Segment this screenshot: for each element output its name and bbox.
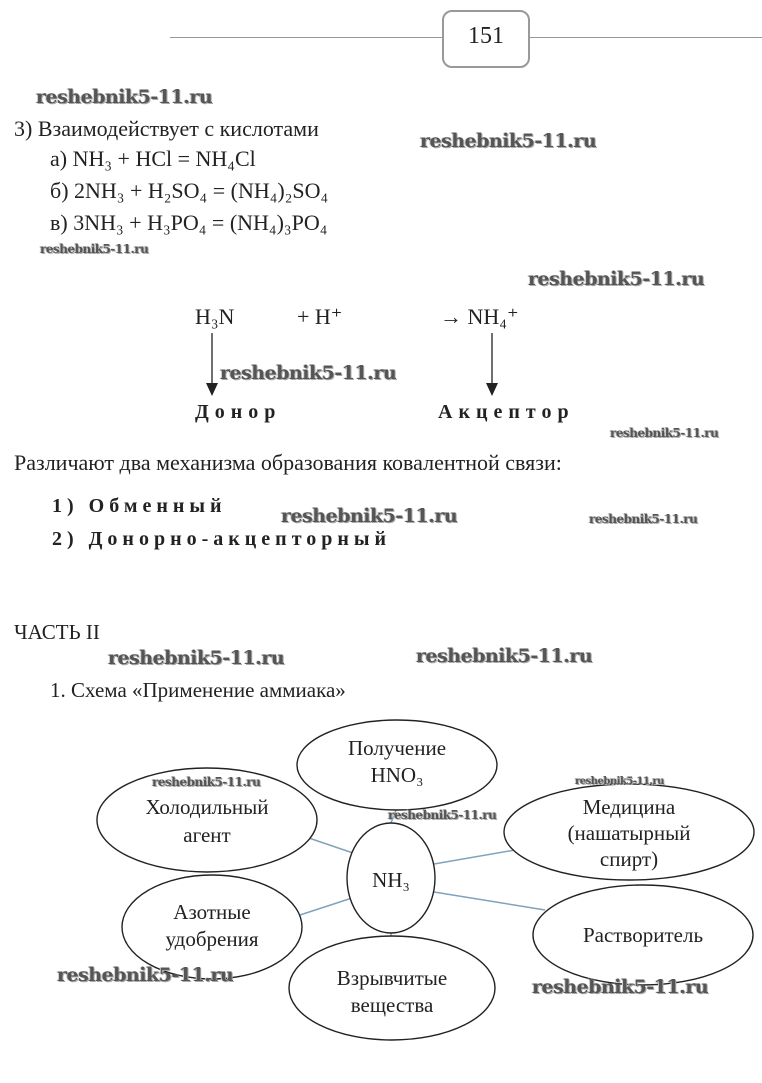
watermark: reshebnik5-11.ru bbox=[152, 775, 261, 789]
reactant-h3n: H₃N bbox=[195, 304, 235, 329]
section-title: 3) Взаимодействует с кислотами bbox=[14, 116, 319, 141]
watermark: reshebnik5-11.ru bbox=[532, 976, 709, 998]
watermark: reshebnik5-11.ru bbox=[420, 130, 597, 152]
watermark: reshebnik5-11.ru bbox=[610, 426, 719, 440]
node-label: Медицина bbox=[583, 795, 676, 819]
part-title: ЧАСТЬ II bbox=[14, 620, 100, 644]
connector-line bbox=[299, 897, 353, 916]
arrow-donor-head bbox=[206, 383, 218, 396]
mechanism-1: 1) Обменный bbox=[52, 495, 227, 517]
watermark: reshebnik5-11.ru bbox=[388, 808, 497, 822]
node-label: Холодильный bbox=[145, 795, 268, 819]
node-fertilizers bbox=[121, 874, 303, 980]
equation-b: б) 2NH₃ + H₂SO₄ = (NH₄)₂SO₄ bbox=[50, 178, 329, 203]
page-number: 151 bbox=[442, 10, 530, 68]
header-rule-right bbox=[526, 37, 762, 38]
watermark: reshebnik5-11.ru bbox=[36, 86, 213, 108]
node-label: Взрывчитые bbox=[337, 966, 447, 990]
mechanism-2: 2) Донорно-акцепторный bbox=[52, 528, 392, 550]
node-label: Получение bbox=[348, 736, 446, 760]
node-hno3 bbox=[296, 719, 498, 811]
arrow-acceptor-head bbox=[486, 383, 498, 396]
watermark: reshebnik5-11.ru bbox=[108, 647, 285, 669]
watermark: reshebnik5-11.ru bbox=[416, 645, 593, 667]
connector-line bbox=[433, 849, 516, 865]
watermark: reshebnik5-11.ru bbox=[528, 268, 705, 290]
node-label: Растворитель bbox=[583, 923, 703, 947]
reactant-h-plus: + H⁺ bbox=[297, 304, 343, 329]
node-medicine bbox=[503, 783, 755, 881]
watermark: reshebnik5-11.ru bbox=[575, 776, 664, 787]
watermark: reshebnik5-11.ru bbox=[57, 964, 234, 986]
watermark: reshebnik5-11.ru bbox=[220, 362, 397, 384]
equation-a: а) NH₃ + HCl = NH₄Cl bbox=[50, 146, 256, 171]
node-refrigerant bbox=[96, 767, 318, 873]
node-explosives bbox=[288, 935, 496, 1041]
node-label: вещества bbox=[351, 993, 434, 1017]
task-title: 1. Схема «Применение аммиака» bbox=[50, 678, 346, 702]
connector-line bbox=[390, 809, 397, 824]
node-center-nh3 bbox=[346, 822, 436, 934]
acceptor-label: Акцептор bbox=[438, 401, 575, 423]
node-solvent bbox=[532, 884, 754, 986]
node-label: спирт) bbox=[600, 847, 658, 871]
node-label: агент bbox=[183, 823, 230, 847]
node-label: удобрения bbox=[165, 927, 258, 951]
watermark: reshebnik5-11.ru bbox=[589, 512, 698, 526]
node-label: (нашатырный bbox=[568, 821, 691, 845]
node-label: HNO₃ bbox=[371, 763, 424, 787]
node-label: Азотные bbox=[173, 900, 250, 924]
donor-label: Донор bbox=[195, 401, 282, 423]
watermark: reshebnik5-11.ru bbox=[281, 505, 458, 527]
header-rule-left bbox=[170, 37, 442, 38]
connector-line bbox=[433, 891, 546, 911]
product-nh4: → NH₄⁺ bbox=[440, 304, 519, 329]
center-label: NH₃ bbox=[372, 868, 410, 892]
watermark: reshebnik5-11.ru bbox=[40, 242, 149, 256]
arrows bbox=[206, 333, 498, 396]
mechanisms-intro: Различают два механизма образования кова… bbox=[14, 450, 562, 475]
equation-c: в) 3NH₃ + H₃PO₄ = (NH₄)₃PO₄ bbox=[50, 210, 328, 235]
